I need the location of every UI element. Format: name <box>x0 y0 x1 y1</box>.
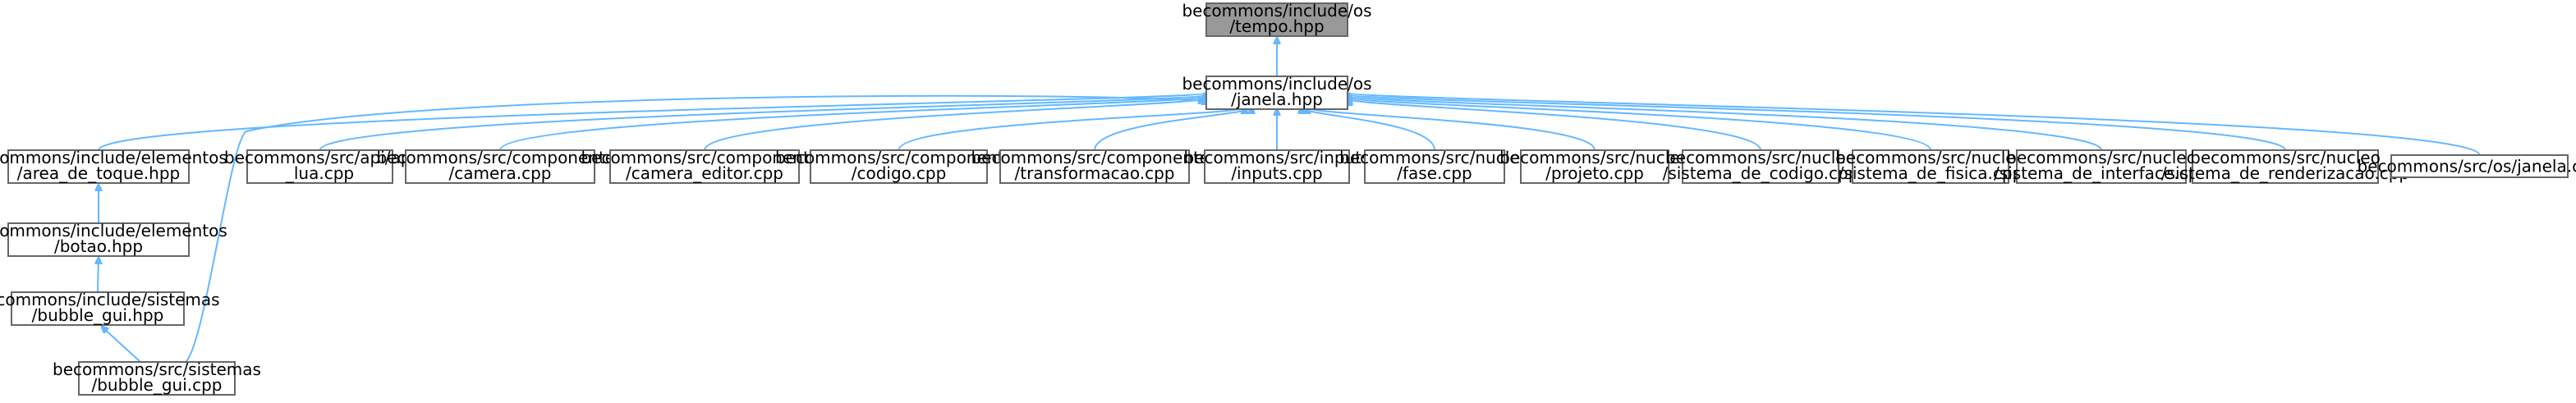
graph-node-box <box>7 149 190 184</box>
graph-node-sis_render[interactable]: becommons/src/nucleo/sistema_de_renderiz… <box>2161 148 2409 184</box>
graph-node-transformacao[interactable]: becommons/src/componentes/transformacao.… <box>971 148 1219 184</box>
graph-node-label: becommons/include/sistemas <box>0 290 220 309</box>
graph-node-camera[interactable]: becommons/src/componentes/camera.cpp <box>376 148 624 184</box>
graph-node-projeto[interactable]: becommons/src/nucleo/projeto.cpp <box>1499 148 1690 184</box>
graph-node-box <box>1205 76 1348 110</box>
graph-node-label: /sistema_de_interface.cpp <box>1994 163 2209 183</box>
edge-sis_fisica-to-janela <box>1349 98 1931 151</box>
edge-area-to-janela <box>98 93 1205 151</box>
graph-node-box <box>609 149 800 184</box>
graph-node-label: /botao.hpp <box>54 236 143 256</box>
graph-node-label: becommons/src/os/janela.cpp <box>2358 157 2576 176</box>
graph-node-tempo[interactable]: becommons/include/os/tempo.hpp <box>1182 1 1372 37</box>
graph-node-label: becommons/src/api/api <box>224 148 416 167</box>
graph-node-label: becommons/include/elementos <box>0 221 227 240</box>
graph-node-label: becommons/src/nucleo <box>1339 148 1530 167</box>
graph-node-label: becommons/src/nucleo <box>2006 148 2197 167</box>
graph-node-bubble_hpp[interactable]: becommons/include/sistemas/bubble_gui.hp… <box>0 290 220 326</box>
graph-node-label: /codigo.cpp <box>852 163 947 183</box>
graph-node-label: becommons/include/os <box>1182 1 1371 21</box>
edge-sis_render-to-janela <box>1349 94 2286 151</box>
graph-node-label: becommons/src/componentes <box>775 148 1022 167</box>
graph-node-box <box>1852 149 2009 184</box>
edge-bubble_hpp-to-botao <box>98 258 99 293</box>
graph-node-box <box>2016 149 2187 184</box>
edge-camera_editor-to-janela <box>704 98 1205 151</box>
graph-node-box <box>1682 149 1839 184</box>
graph-node-label: becommons/src/nucleo <box>2190 148 2381 167</box>
graph-node-label: becommons/include/elementos <box>0 148 227 167</box>
graph-node-box <box>1520 149 1669 184</box>
graph-node-box <box>246 149 393 184</box>
graph-node-bubble_cpp[interactable]: becommons/src/sistemas/bubble_gui.cpp <box>53 359 261 396</box>
graph-node-sis_interface[interactable]: becommons/src/nucleo/sistema_de_interfac… <box>1994 148 2209 184</box>
graph-node-box <box>1205 2 1348 37</box>
graph-node-botao[interactable]: becommons/include/elementos/botao.hpp <box>0 221 227 257</box>
edge-projeto-to-janela <box>1307 108 1596 151</box>
edge-camera-to-janela <box>499 97 1205 151</box>
graph-node-label: becommons/src/componentes <box>971 148 1218 167</box>
graph-node-label: becommons/src/nucleo <box>1835 148 2026 167</box>
graph-node-label: /transformacao.cpp <box>1015 163 1175 183</box>
edge-bubble_cpp-to-janela <box>185 94 1205 363</box>
edge-janela_cpp-to-janela <box>1349 93 2481 156</box>
graph-node-inputs[interactable]: becommons/src/inputs/inputs.cpp <box>1183 148 1371 184</box>
graph-node-camera_editor[interactable]: becommons/src/componentes/camera_editor.… <box>581 148 829 184</box>
graph-node-label: /sistema_de_fisica.cpp <box>1839 163 2023 183</box>
graph-node-label: becommons/src/inputs <box>1183 148 1370 167</box>
graph-node-box <box>78 361 236 396</box>
graph-node-label: _lua.cpp <box>285 163 354 183</box>
graph-node-label: /inputs.cpp <box>1231 163 1322 183</box>
edge-transformacao-to-janela <box>1094 108 1251 151</box>
graph-node-label: becommons/src/nucleo <box>1665 148 1856 167</box>
graph-node-label: /camera_editor.cpp <box>626 163 783 183</box>
graph-node-label: /projeto.cpp <box>1545 163 1644 183</box>
graph-node-sis_fisica[interactable]: becommons/src/nucleo/sistema_de_fisica.c… <box>1835 148 2026 184</box>
graph-node-label: /sistema_de_renderizacao.cpp <box>2161 163 2409 183</box>
graph-node-janela[interactable]: becommons/include/os/janela.hpp <box>1182 74 1372 110</box>
graph-node-box <box>7 222 190 257</box>
graph-node-label: /fase.cpp <box>1397 163 1472 183</box>
graph-node-label: /janela.hpp <box>1231 89 1323 109</box>
graph-node-area[interactable]: becommons/include/elementos/area_de_toqu… <box>0 148 227 184</box>
edge-api-to-janela <box>319 95 1205 151</box>
graph-node-janela_cpp[interactable]: becommons/src/os/janela.cpp <box>2358 154 2576 178</box>
graph-node-label: /camera.cpp <box>449 163 552 183</box>
edge-codigo-to-janela <box>898 108 1245 151</box>
graph-node-codigo[interactable]: becommons/src/componentes/codigo.cpp <box>775 148 1022 184</box>
graph-node-box <box>2192 149 2379 184</box>
graph-node-label: becommons/src/sistemas <box>53 359 261 379</box>
graph-node-box <box>1364 149 1505 184</box>
graph-node-label: /bubble_gui.cpp <box>91 375 222 395</box>
graph-node-box <box>810 149 988 184</box>
graph-node-label: becommons/src/componentes <box>376 148 623 167</box>
graph-node-label: becommons/src/componentes <box>581 148 828 167</box>
graph-node-box <box>11 291 185 326</box>
graph-node-sis_codigo[interactable]: becommons/src/nucleo/sistema_de_codigo.c… <box>1663 148 1859 184</box>
graph-node-label: /sistema_de_codigo.cpp <box>1663 163 1859 183</box>
graph-node-box <box>1204 149 1350 184</box>
graph-node-label: becommons/include/os <box>1182 74 1371 94</box>
graph-node-box <box>2390 154 2569 178</box>
edge-sis_codigo-to-janela <box>1349 99 1761 151</box>
edge-bubble_cpp-to-bubble_hpp <box>102 327 141 363</box>
edge-sis_interface-to-janela <box>1349 96 2102 151</box>
graph-node-box <box>405 149 595 184</box>
graph-node-label: /area_de_toque.hpp <box>17 163 181 183</box>
graph-node-label: /bubble_gui.hpp <box>32 305 164 325</box>
graph-node-fase[interactable]: becommons/src/nucleo/fase.cpp <box>1339 148 1530 184</box>
graph-node-box <box>999 149 1190 184</box>
graph-node-label: /tempo.hpp <box>1229 16 1324 36</box>
graph-node-api[interactable]: becommons/src/api/api_lua.cpp <box>224 148 416 184</box>
graph-node-label: becommons/src/nucleo <box>1499 148 1690 167</box>
